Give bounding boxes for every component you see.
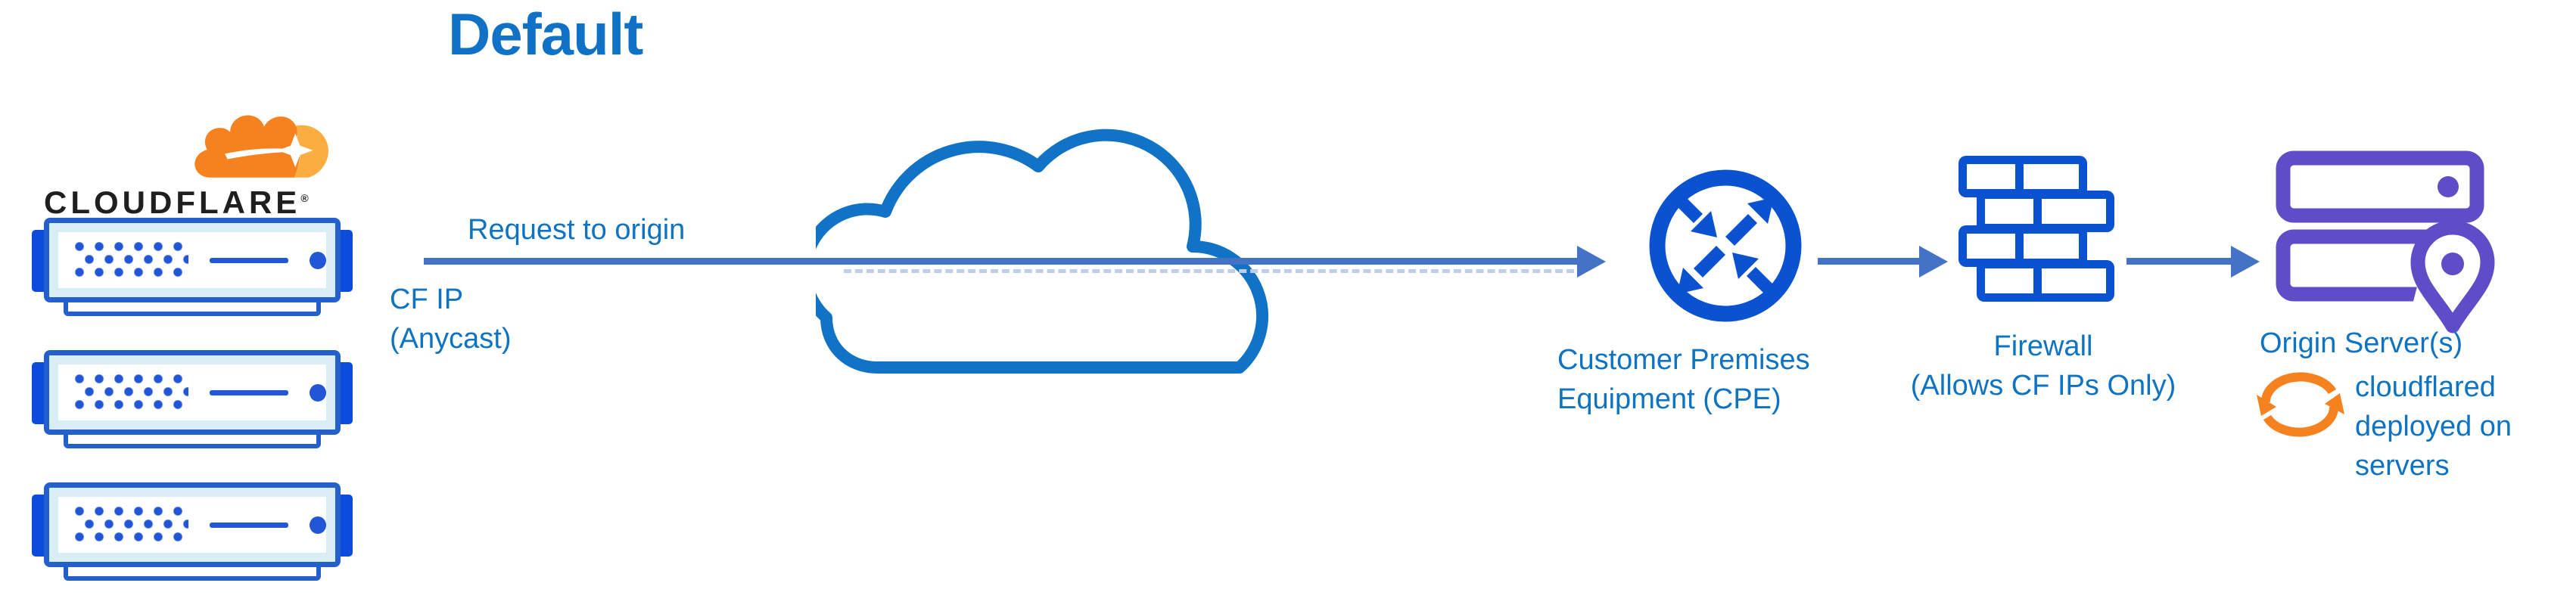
edge-server-icon	[32, 482, 353, 588]
edge-server-icon	[32, 350, 353, 456]
cpe-icon	[1649, 169, 1802, 322]
origin-servers-label: Origin Server(s)	[2260, 327, 2463, 359]
diagram-title: Default	[448, 1, 643, 67]
arrow-right-icon	[1919, 246, 1948, 278]
server-vents	[75, 507, 188, 543]
cloudflare-logo-icon	[194, 115, 328, 178]
cpe-label: Customer Premises Equipment (CPE)	[1557, 344, 1810, 415]
server-led	[310, 383, 326, 402]
flow-line-cpe-to-firewall	[1818, 258, 1919, 265]
flow-line-firewall-to-origin	[2126, 258, 2231, 265]
server-vents	[75, 374, 188, 411]
edge-server-icon	[32, 218, 353, 324]
origin-servers-icon	[2276, 150, 2501, 333]
server-body	[44, 482, 341, 567]
server-led	[310, 516, 326, 534]
request-to-origin-label: Request to origin	[468, 214, 686, 246]
firewall-label: Firewall (Allows CF IPs Only)	[1910, 330, 2176, 402]
arrow-right-icon	[2231, 246, 2260, 278]
flow-line-edge-to-cpe	[424, 258, 1579, 265]
registered-trademark: ®	[300, 192, 309, 204]
cf-ip-anycast-label: CF IP (Anycast)	[390, 284, 512, 355]
server-slot	[209, 522, 289, 528]
server-slot	[209, 389, 289, 395]
server-body	[44, 350, 341, 435]
hidden-return-dash-line	[844, 269, 1574, 273]
internet-cloud-icon	[816, 129, 1268, 374]
arrow-right-icon	[1577, 246, 1606, 278]
server-vents	[75, 242, 188, 278]
server-slot	[209, 257, 289, 263]
server-led	[310, 251, 326, 269]
firewall-icon	[1958, 156, 2114, 302]
server-body	[44, 218, 341, 302]
sync-icon	[2257, 372, 2344, 437]
cloudflare-wordmark: CLOUDFLARE®	[44, 185, 309, 220]
cloudflared-note: cloudflared deployed on servers	[2355, 371, 2512, 482]
